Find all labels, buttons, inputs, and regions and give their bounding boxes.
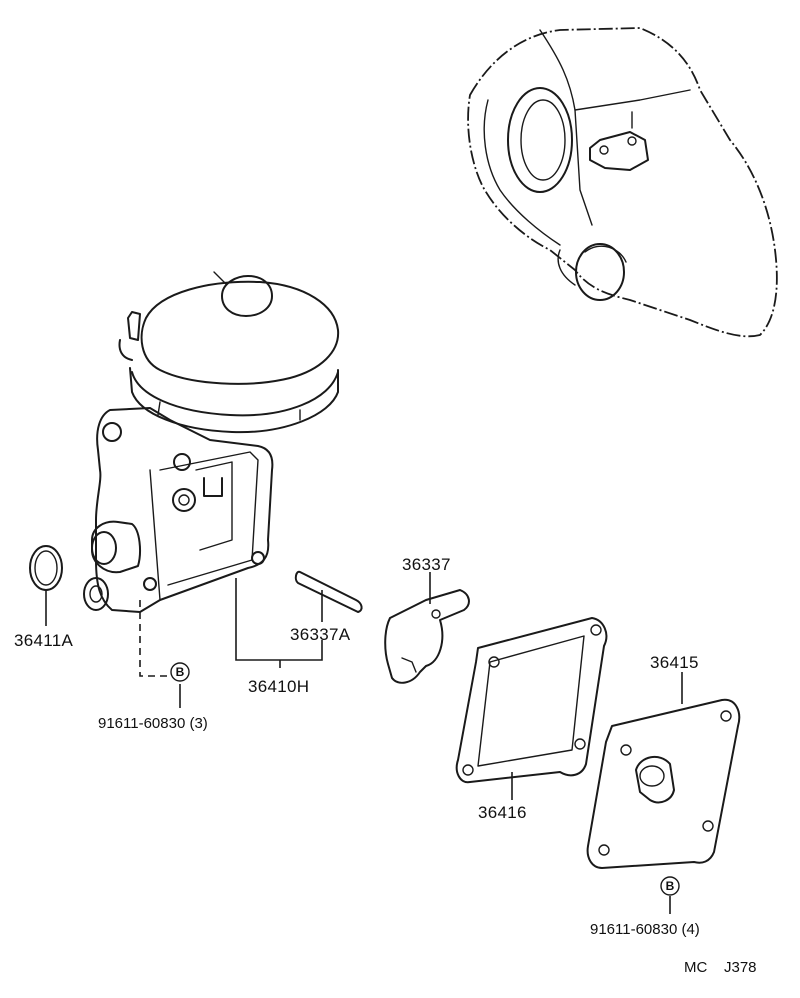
figure-code: J378	[724, 959, 757, 976]
figure-code-prefix: MC	[684, 959, 707, 976]
label-cover: 36415	[650, 653, 699, 672]
label-bolt-left: 91611-60830 (3)	[98, 715, 208, 732]
label-pump-assembly: 36410H	[248, 677, 309, 696]
bolt-symbol-right: B	[660, 876, 680, 896]
gasket	[455, 617, 608, 784]
bolt-symbol-left: B	[170, 662, 190, 682]
label-gasket: 36416	[478, 803, 527, 822]
cover-plate	[586, 698, 741, 869]
transfer-case-housing	[467, 27, 778, 338]
o-ring	[29, 545, 63, 591]
vacuum-actuator-assembly	[83, 271, 340, 613]
shift-lever	[384, 589, 470, 684]
bolt-symbol-left-text: B	[176, 665, 185, 679]
label-bolt-right: 91611-60830 (4)	[590, 921, 700, 938]
label-o-ring: 36411A	[14, 631, 74, 650]
pin	[294, 570, 363, 613]
label-pin: 36337A	[290, 625, 351, 644]
leader-lines	[45, 572, 683, 914]
label-lever: 36337	[402, 555, 451, 574]
bolt-symbol-right-text: B	[666, 879, 675, 893]
